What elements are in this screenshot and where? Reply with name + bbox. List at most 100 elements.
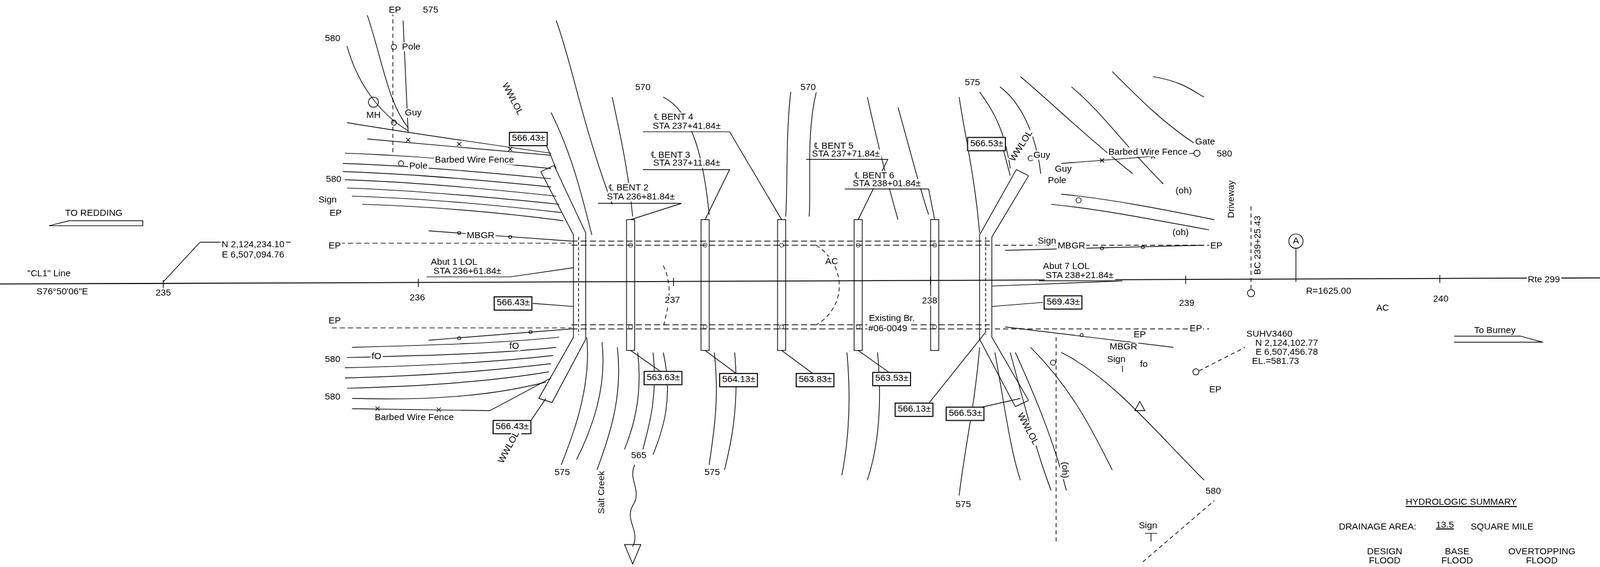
plan-label: Guy	[1032, 150, 1052, 161]
elevation-value: 566.43±	[496, 297, 530, 308]
plan-label: 565	[630, 450, 648, 461]
plan-label: 235	[154, 288, 173, 298]
plan-label: MBGR	[1056, 241, 1087, 251]
plan-label: (oh)	[1174, 186, 1193, 196]
plan-label: EP	[328, 208, 344, 219]
elevation-value: 566.53±	[970, 137, 1004, 149]
elevation-value: 566.13±	[897, 403, 932, 414]
plan-label: SUHV3460	[1245, 329, 1294, 339]
plan-label: Rte 299	[1526, 274, 1562, 285]
plan-label: Gate	[1193, 137, 1216, 147]
plan-label: OVERTOPPING FLOOD	[1505, 546, 1579, 567]
plan-label: Pole	[407, 161, 429, 172]
plan-label: 575	[553, 468, 571, 478]
plan-label: AC	[1375, 303, 1391, 313]
plan-label: 575	[963, 77, 982, 88]
plan-label: 239	[1178, 298, 1196, 309]
plan-label: Driveway	[1226, 179, 1237, 220]
plan-label: EP	[387, 5, 403, 16]
plan-label: 237	[664, 295, 682, 306]
elevation-box: 564.13±	[719, 372, 759, 387]
elevation-value: 566.43±	[495, 420, 529, 431]
plan-label: E 6,507,094.76	[221, 250, 286, 261]
plan-label: 580	[323, 392, 342, 402]
plan-label: ℄ BENT 2	[607, 183, 650, 193]
plan-label: MBGR	[465, 230, 496, 241]
plan-label: fO	[370, 351, 382, 362]
plan-label: 580	[1204, 486, 1223, 497]
plan-label: 575	[954, 499, 973, 510]
plan-label: Salt Creek	[596, 469, 607, 515]
plan-label: (oh)	[1171, 227, 1190, 238]
plan-label: "CL1" Line	[26, 268, 72, 279]
elevation-value: 566.53±	[948, 407, 982, 418]
plan-label: Barbed Wire Fence	[373, 412, 455, 423]
elevation-value: 566.43±	[511, 132, 546, 144]
plan-label: EP	[327, 316, 342, 326]
plan-label: fo	[1138, 359, 1149, 370]
plan-label: 240	[1432, 294, 1450, 304]
plan-label: A	[1291, 236, 1301, 246]
plan-label: STA 236+81.84±	[606, 192, 677, 202]
plan-label: 580	[323, 33, 342, 44]
plan-label: 13.5	[1435, 520, 1455, 530]
plan-label: E 6,507,456.78	[1254, 347, 1319, 358]
plan-label: EP	[1188, 323, 1204, 334]
elevation-value: 563.53±	[875, 372, 909, 384]
elevation-box: 563.83±	[795, 372, 836, 387]
plan-label: 570	[634, 82, 652, 93]
plan-label: BASE FLOOD	[1437, 546, 1477, 567]
plan-label: Sign	[1036, 236, 1058, 246]
elevation-box: 569.43±	[1043, 295, 1083, 310]
plan-label: TO REDDING	[64, 208, 124, 219]
plan-label: S76°50'06"E	[35, 287, 90, 297]
plan-label: EL.=581.73	[1250, 356, 1301, 367]
elevation-box: 566.43±	[508, 131, 549, 146]
plan-label: DESIGN FLOOD	[1363, 546, 1407, 567]
plan-label: Abut 1 LOL	[429, 257, 478, 268]
plan-label: 570	[799, 82, 817, 93]
elevation-box: 566.43±	[493, 296, 533, 310]
plan-label: 238	[920, 296, 939, 307]
plan-label: Pole	[1047, 175, 1068, 186]
elevation-box: 563.53±	[872, 371, 912, 386]
elevation-value: 563.83±	[798, 374, 833, 385]
plan-label: R=1625.00	[1305, 286, 1353, 297]
elevation-box: 566.53±	[945, 406, 985, 421]
plan-label: WWLOL	[496, 429, 523, 466]
plan-label: Pole	[401, 42, 422, 52]
plan-label: STA 237+41.84±	[651, 122, 723, 132]
plan-label: Barbed Wire Fence	[433, 155, 515, 165]
plan-label: MBGR	[1108, 342, 1139, 353]
plan-label: WWLOL	[1014, 410, 1041, 448]
plan-label: EP	[1132, 329, 1148, 340]
plan-label: ℄ BENT 4	[652, 112, 695, 123]
plan-label: Sign	[1137, 520, 1159, 531]
plan-label: STA 236+61.84±	[432, 267, 503, 277]
elevation-box: 566.53±	[967, 137, 1007, 152]
elevation-box: 566.13±	[894, 402, 935, 417]
plan-label: 580	[323, 354, 342, 365]
plan-label: Guy	[403, 108, 423, 119]
plan-label: Sign	[317, 195, 338, 205]
plan-label: 575	[421, 5, 440, 16]
plan-label: To Burney	[1473, 326, 1517, 336]
plan-label: MH	[365, 110, 382, 121]
plan-label: SQUARE MILE	[1469, 522, 1535, 532]
plan-label: 236	[408, 293, 426, 304]
plan-label: 575	[703, 468, 721, 478]
plan-label: WWLOL	[499, 80, 526, 118]
plan-label: EP	[1208, 385, 1223, 396]
plan-label: STA 238+21.84±	[1044, 270, 1115, 281]
plan-label: STA 237+71.84±	[810, 149, 881, 159]
plan-label: Sign	[1106, 354, 1127, 365]
plan-label: Abut 7 LOL	[1042, 261, 1091, 272]
plan-label: WWLOL	[1007, 128, 1036, 165]
plan-label: EP	[327, 241, 342, 251]
plan-label: AC	[824, 256, 840, 267]
plan-label: Existing Br.	[867, 313, 916, 324]
plan-label: N 2,124,234.10	[220, 240, 286, 251]
plan-label: N 2,124,102.77	[1254, 338, 1320, 349]
plan-label: fO	[508, 341, 520, 352]
plan-label: #06-0049	[867, 323, 909, 334]
